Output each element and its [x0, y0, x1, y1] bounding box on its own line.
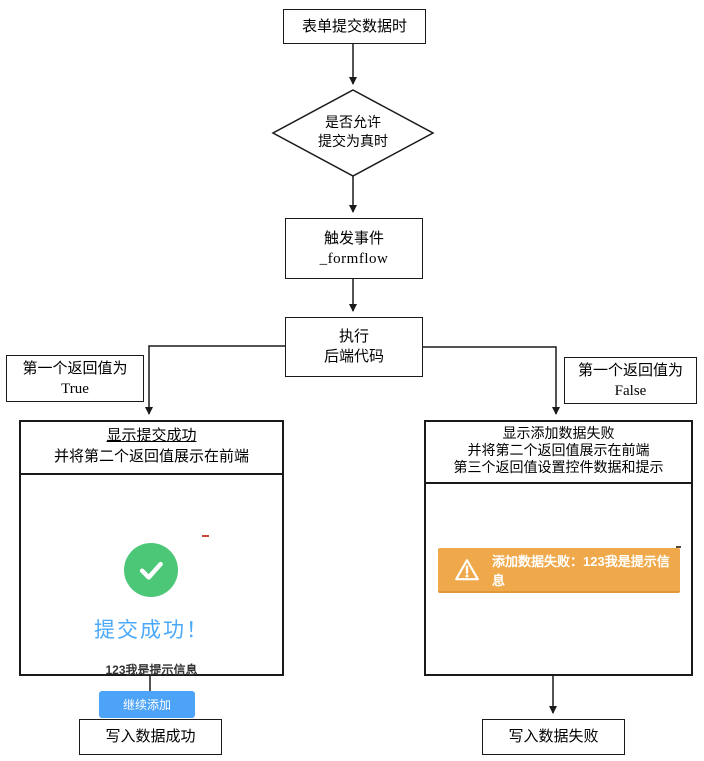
node-execute-backend: 执行 后端代码 — [285, 317, 423, 377]
node-form-submit: 表单提交数据时 — [283, 9, 426, 44]
node-form-submit-label: 表单提交数据时 — [301, 18, 407, 35]
dark-mark — [676, 546, 681, 548]
warning-triangle-icon — [454, 558, 480, 582]
node-decision: 是否允许 提交为真时 — [273, 95, 433, 171]
failure-header-line1: 显示添加数据失败 — [502, 427, 615, 442]
label-branch-false: 第一个返回值为 False — [564, 357, 697, 404]
success-header-line2: 并将第二个返回值展示在前端 — [53, 449, 249, 465]
branch-false-line2: False — [614, 382, 647, 399]
branch-true-line2: True — [61, 380, 89, 397]
error-alert-text: 添加数据失败：123我是提示信息 — [492, 553, 670, 588]
panel-show-failure: 显示添加数据失败 并将第二个返回值展示在前端 第三个返回值设置控件数据和提示 添… — [424, 420, 693, 676]
failure-header-line2: 并将第二个返回值展示在前端 — [467, 444, 650, 459]
trigger-line1: 触发事件 — [323, 230, 384, 247]
failure-header-line3: 第三个返回值设置控件数据和提示 — [453, 461, 664, 476]
write-fail-label: 写入数据失败 — [508, 729, 599, 745]
execute-line1: 执行 — [338, 329, 369, 345]
error-alert: 添加数据失败：123我是提示信息 — [438, 548, 680, 593]
success-header-line1: 显示提交成功 — [106, 428, 197, 444]
success-message: 123我是提示信息 — [105, 663, 198, 677]
red-mark — [202, 535, 209, 537]
branch-false-line1: 第一个返回值为 — [577, 362, 683, 379]
execute-line2: 后端代码 — [323, 349, 384, 365]
success-preview: 提交成功！ 123我是提示信息 继续添加 — [21, 475, 282, 718]
branch-true-line1: 第一个返回值为 — [22, 360, 128, 377]
continue-add-button[interactable]: 继续添加 — [99, 691, 195, 718]
panel-show-success: 显示提交成功 并将第二个返回值展示在前端 提交成功！ 123我是提示信息 继续添… — [19, 420, 284, 718]
failure-preview: 添加数据失败：123我是提示信息 — [426, 484, 691, 674]
decision-line1: 是否允许 — [325, 116, 381, 131]
node-write-success: 写入数据成功 — [79, 719, 222, 755]
check-circle-icon — [124, 543, 178, 597]
node-write-fail: 写入数据失败 — [482, 719, 625, 755]
trigger-line2: _formflow — [319, 250, 389, 267]
node-trigger-event: 触发事件 _formflow — [285, 218, 423, 279]
panel-failure-header: 显示添加数据失败 并将第二个返回值展示在前端 第三个返回值设置控件数据和提示 — [426, 422, 691, 484]
success-title: 提交成功！ — [94, 619, 209, 642]
panel-success-header: 显示提交成功 并将第二个返回值展示在前端 — [21, 422, 282, 475]
label-branch-true: 第一个返回值为 True — [6, 355, 144, 402]
decision-line2: 提交为真时 — [318, 135, 388, 150]
write-success-label: 写入数据成功 — [105, 729, 196, 745]
